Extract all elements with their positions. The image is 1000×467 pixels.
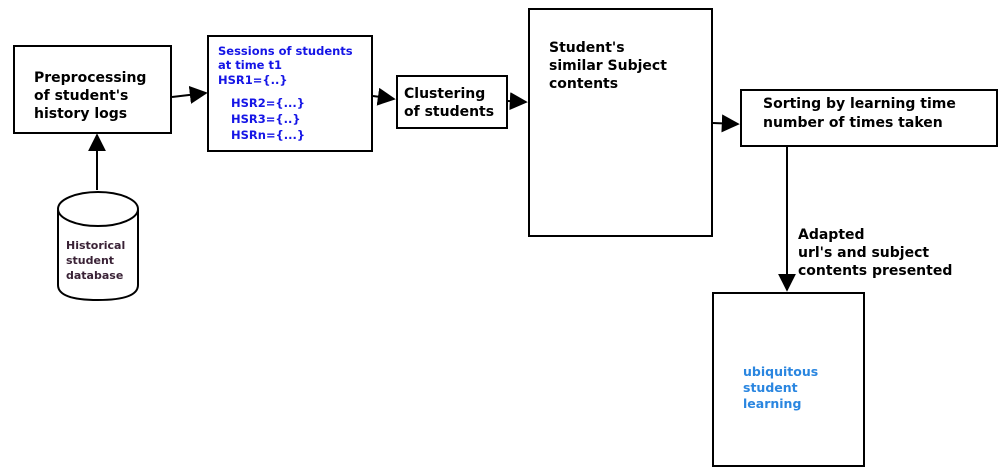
sessions-line-1: Sessions of students xyxy=(218,44,353,58)
sessions-sub-3: HSRn={...} xyxy=(231,128,306,142)
arrow-similar-to-sorting xyxy=(712,114,740,133)
arrow-preprocess-to-sessions xyxy=(171,85,208,104)
preprocessing-line-2: of student's xyxy=(34,88,129,104)
preprocessing-box xyxy=(13,45,172,134)
ubiquitous-line-2: student xyxy=(743,380,798,395)
similar-line-2: similar Subject xyxy=(549,58,667,74)
sessions-line-2: at time t1 xyxy=(218,58,282,72)
clustering-line-2: of students xyxy=(404,104,495,120)
database-cylinder xyxy=(57,191,139,302)
similar-contents-box xyxy=(528,8,713,237)
ubiquitous-line-1: ubiquitous xyxy=(743,364,819,379)
sessions-box xyxy=(207,35,373,152)
ubiquitous-learning-box xyxy=(712,292,865,467)
preprocessing-line-1: Preprocessing xyxy=(34,70,147,86)
sorting-line-2: number of times taken xyxy=(763,115,943,131)
arrow-clustering-to-similar xyxy=(507,92,528,111)
ubiquitous-line-3: learning xyxy=(743,396,802,411)
similar-line-1: Student's xyxy=(549,40,625,56)
sessions-sub-2: HSR3={..} xyxy=(231,112,301,126)
adapted-line-3: contents presented xyxy=(798,263,953,279)
preprocessing-line-3: history logs xyxy=(34,106,128,122)
database-line-1: Historical xyxy=(66,239,126,252)
arrow-sessions-to-clustering xyxy=(372,87,396,106)
database-line-2: student xyxy=(66,254,115,267)
sorting-line-1: Sorting by learning time xyxy=(763,96,956,112)
sessions-sub-1: HSR2={...} xyxy=(231,96,305,110)
sorting-box xyxy=(740,89,998,147)
adapted-line-1: Adapted xyxy=(798,227,865,243)
database-line-3: database xyxy=(66,269,124,282)
clustering-box xyxy=(396,75,508,129)
similar-line-3: contents xyxy=(549,76,619,92)
adapted-line-2: url's and subject xyxy=(798,245,930,261)
sessions-line-3: HSR1={..} xyxy=(218,73,288,87)
clustering-line-1: Clustering xyxy=(404,86,486,102)
